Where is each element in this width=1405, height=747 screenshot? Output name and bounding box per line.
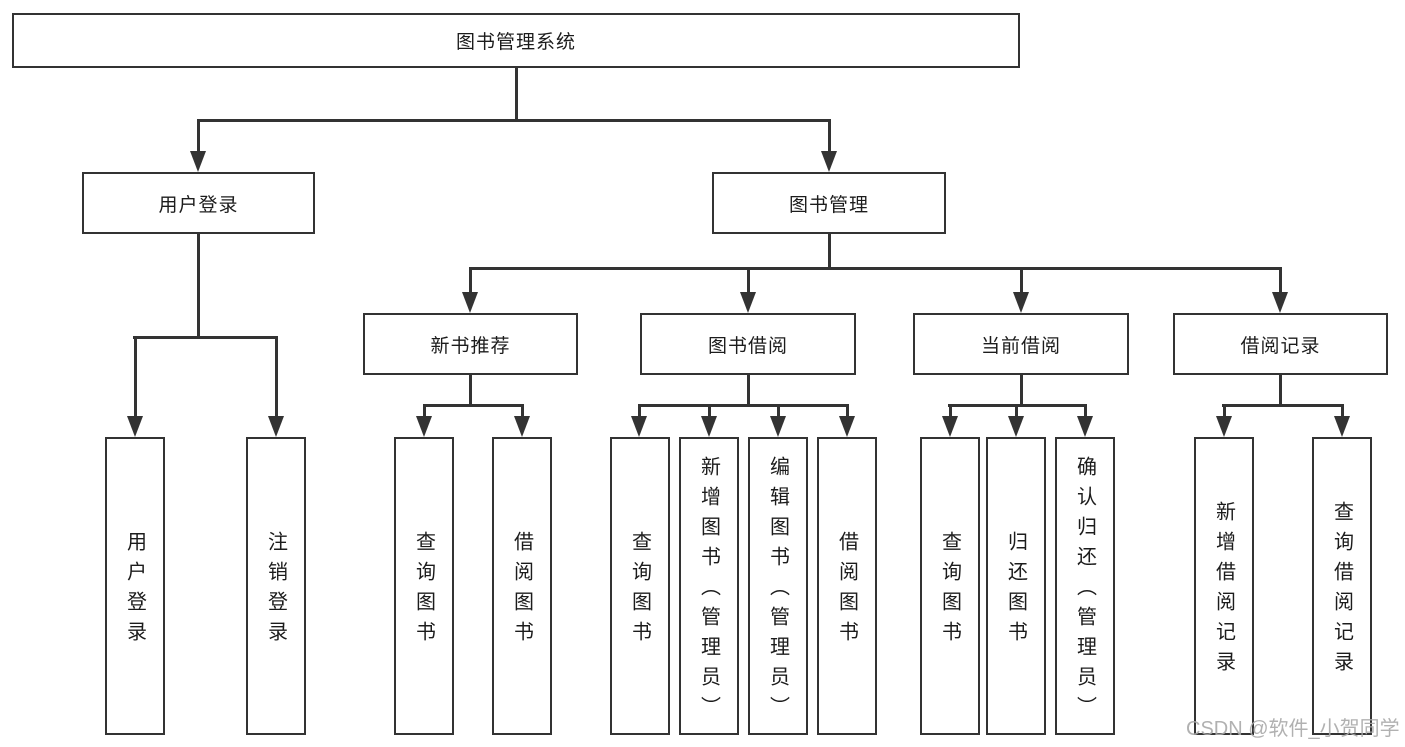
connector-line <box>949 404 952 418</box>
leaf-borrow-borrow-book: 借阅图书 <box>817 437 877 735</box>
arrowhead-icon <box>740 292 756 313</box>
arrowhead-icon <box>839 416 855 437</box>
connector-line <box>469 267 1282 270</box>
connector-line <box>423 404 524 407</box>
leaf-borrow-edit-book-admin: 编辑图书（管理员） <box>748 437 808 735</box>
connector-line <box>1020 267 1023 295</box>
node-new-book-recommend: 新书推荐 <box>363 313 578 375</box>
node-current-borrow: 当前借阅 <box>913 313 1129 375</box>
node-book-management: 图书管理 <box>712 172 946 234</box>
arrowhead-icon <box>268 416 284 437</box>
leaf-borrow-add-book-admin: 新增图书（管理员） <box>679 437 739 735</box>
connector-line <box>846 404 849 418</box>
csdn-watermark: CSDN @软件_小贺同学 <box>1186 718 1400 740</box>
connector-line <box>275 336 278 420</box>
leaf-recommend-borrow-book: 借阅图书 <box>492 437 552 735</box>
arrowhead-icon <box>1334 416 1350 437</box>
leaf-current-confirm-return-admin: 确认归还（管理员） <box>1055 437 1115 735</box>
connector-line <box>469 267 472 295</box>
leaf-current-return-book: 归还图书 <box>986 437 1046 735</box>
connector-line <box>1223 404 1226 418</box>
arrowhead-icon <box>701 416 717 437</box>
arrowhead-icon <box>1272 292 1288 313</box>
connector-line <box>197 119 200 153</box>
connector-line <box>1279 267 1282 295</box>
leaf-record-query-borrow-record: 查询借阅记录 <box>1312 437 1372 735</box>
arrowhead-icon <box>127 416 143 437</box>
arrowhead-icon <box>1008 416 1024 437</box>
arrowhead-icon <box>1013 292 1029 313</box>
node-root: 图书管理系统 <box>12 13 1020 68</box>
arrowhead-icon <box>514 416 530 437</box>
connector-line <box>1084 404 1087 418</box>
leaf-record-add-borrow-record: 新增借阅记录 <box>1194 437 1254 735</box>
leaf-borrow-query-book: 查询图书 <box>610 437 670 735</box>
connector-line <box>1341 404 1344 418</box>
leaf-recommend-query-book: 查询图书 <box>394 437 454 735</box>
connector-line <box>521 404 524 418</box>
connector-line <box>133 336 278 339</box>
arrowhead-icon <box>770 416 786 437</box>
connector-line <box>1020 375 1023 406</box>
connector-line <box>515 68 518 121</box>
connector-line <box>747 267 750 295</box>
node-user-login: 用户登录 <box>82 172 315 234</box>
arrowhead-icon <box>416 416 432 437</box>
connector-line <box>1015 404 1018 418</box>
arrowhead-icon <box>821 151 837 172</box>
connector-line <box>747 375 750 406</box>
leaf-user-login: 用户登录 <box>105 437 165 735</box>
connector-line <box>1222 404 1344 407</box>
node-book-borrow: 图书借阅 <box>640 313 856 375</box>
arrowhead-icon <box>942 416 958 437</box>
arrowhead-icon <box>631 416 647 437</box>
connector-line <box>197 232 200 338</box>
arrowhead-icon <box>462 292 478 313</box>
node-borrow-records: 借阅记录 <box>1173 313 1388 375</box>
connector-line <box>828 232 831 270</box>
leaf-logout: 注销登录 <box>246 437 306 735</box>
arrowhead-icon <box>190 151 206 172</box>
leaf-current-query-book: 查询图书 <box>920 437 980 735</box>
connector-line <box>828 119 831 153</box>
connector-line <box>708 404 711 418</box>
arrowhead-icon <box>1077 416 1093 437</box>
connector-line <box>469 375 472 406</box>
connector-line <box>134 336 137 420</box>
connector-line <box>197 119 831 122</box>
connector-line <box>423 404 426 418</box>
connector-line <box>777 404 780 418</box>
arrowhead-icon <box>1216 416 1232 437</box>
connector-line <box>638 404 849 407</box>
connector-line <box>638 404 641 418</box>
connector-line <box>1279 375 1282 406</box>
